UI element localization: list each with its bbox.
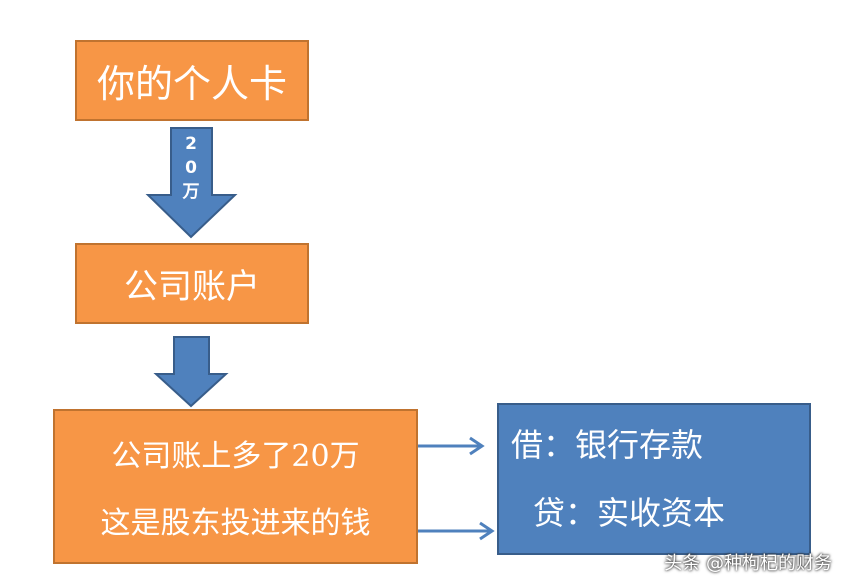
source-text: 这是股东投进来的钱 [100,506,371,542]
down-arrow-2 [153,336,229,408]
arrow-label-char: 万 [182,182,200,202]
credit-entry: 贷：实收资本 [533,494,726,532]
journal-entry-box: 借：银行存款 贷：实收资本 [497,403,811,555]
watermark: 头条 @种枸杞的财务 [664,553,832,574]
company-account-box: 公司账户 [75,243,309,324]
increase-text: 公司账上多了20万 [111,438,360,474]
company-account-label: 公司账户 [124,267,260,307]
arrow-amount-label: 2 0 万 [180,132,202,204]
debit-entry: 借：银行存款 [511,426,704,464]
personal-card-label: 你的个人卡 [96,62,287,106]
down-arrow-1 [145,127,238,239]
explanation-box: 公司账上多了20万 这是股东投进来的钱 [53,409,418,564]
arrow-label-char: 0 [185,158,197,178]
personal-card-box: 你的个人卡 [75,40,309,121]
arrow-label-char: 2 [185,134,197,154]
